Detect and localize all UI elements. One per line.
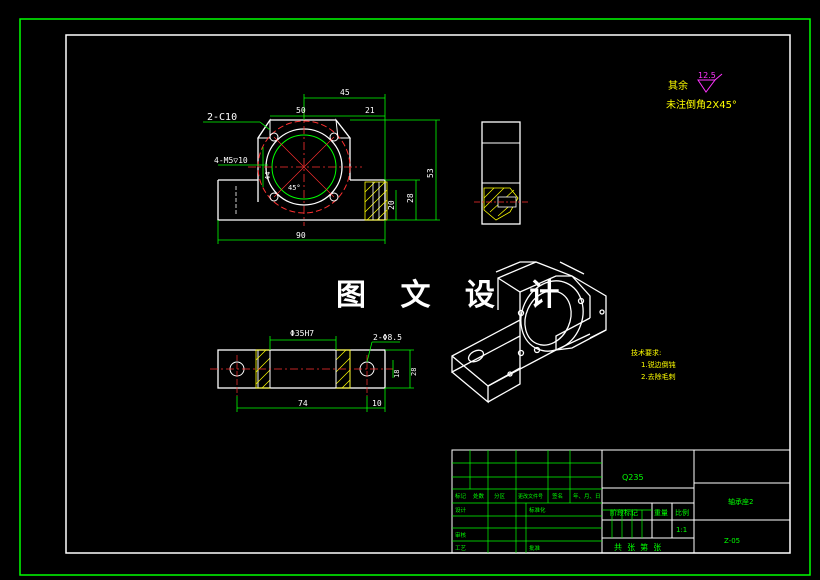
tech-req-title: 技术要求: [631,348,661,357]
tech-req-item-2: 2.去除毛刺 [641,372,676,381]
scale-value: 1:1 [676,526,687,534]
title-block: Q235 轴承座2 Z-05 标记 处数 分区 更改文件号 签名 年、月、日 设… [451,449,791,554]
row-label-date: 年、月、日 [573,492,601,500]
dim-18: 18 [393,370,401,378]
dim-angle: 45° [288,184,301,192]
dim-10: 10 [372,399,382,408]
dim-20: 20 [387,200,396,210]
row-label-change-doc: 更改文件号 [518,493,543,500]
tech-req-item-1: 1.锐边倒钝 [641,360,676,369]
standardize-label: 标准化 [529,506,546,514]
dim-50: 50 [296,106,306,115]
material-value: Q235 [622,473,644,482]
drawing-number: Z-05 [724,537,740,545]
roughness-prefix: 其余 [668,79,688,92]
review-label: 审核 [455,531,467,539]
approve-label: 批准 [529,544,541,552]
roughness-value: 12.5 [698,71,716,80]
process-label: 工艺 [455,545,467,552]
inner-border [65,34,791,554]
row-label-zone: 分区 [494,492,506,500]
part-name: 轴承座2 [728,497,753,506]
dim-44: 44 [264,172,272,180]
sheet-footer: 共 张 第 张 [614,542,661,552]
watermark-text: 图 文 设 计 [336,278,572,313]
dim-53: 53 [426,168,435,178]
tapped-holes-label: 4-M5▽10 [214,156,248,165]
bore-label: Φ35H7 [290,329,314,338]
dim-90: 90 [296,231,306,240]
stage-mark-label: 阶段标记 [610,508,638,517]
roughness-note: 其余 12.5 未注倒角2X45° [666,71,737,111]
row-label-sign: 签名 [552,492,563,500]
dim-21: 21 [365,106,375,115]
dim-28: 28 [406,193,415,203]
chamfer-label: 2-C10 [207,112,237,123]
side-view [474,121,528,225]
row-label-count: 处数 [473,492,485,500]
design-label: 设计 [455,506,467,514]
scale-label: 比例 [675,508,689,517]
technical-requirements: 技术要求: 1.锐边倒钝 2.去除毛刺 [631,348,676,381]
weight-label: 重量 [654,509,668,517]
outer-border [19,18,811,576]
isometric-view [451,261,607,404]
dim-74: 74 [298,399,308,408]
through-holes-label: 2-Φ8.5 [373,333,402,342]
front-view: 2-C10 4-M5▽10 45 50 21 53 28 20 90 44 45… [203,88,440,244]
dim-28-top: 28 [410,368,418,376]
row-label-mark: 标记 [455,492,467,500]
dim-45: 45 [340,88,350,97]
chamfer-note: 未注倒角2X45° [666,98,737,111]
top-view: Φ35H7 2-Φ8.5 74 10 18 28 [210,329,418,412]
